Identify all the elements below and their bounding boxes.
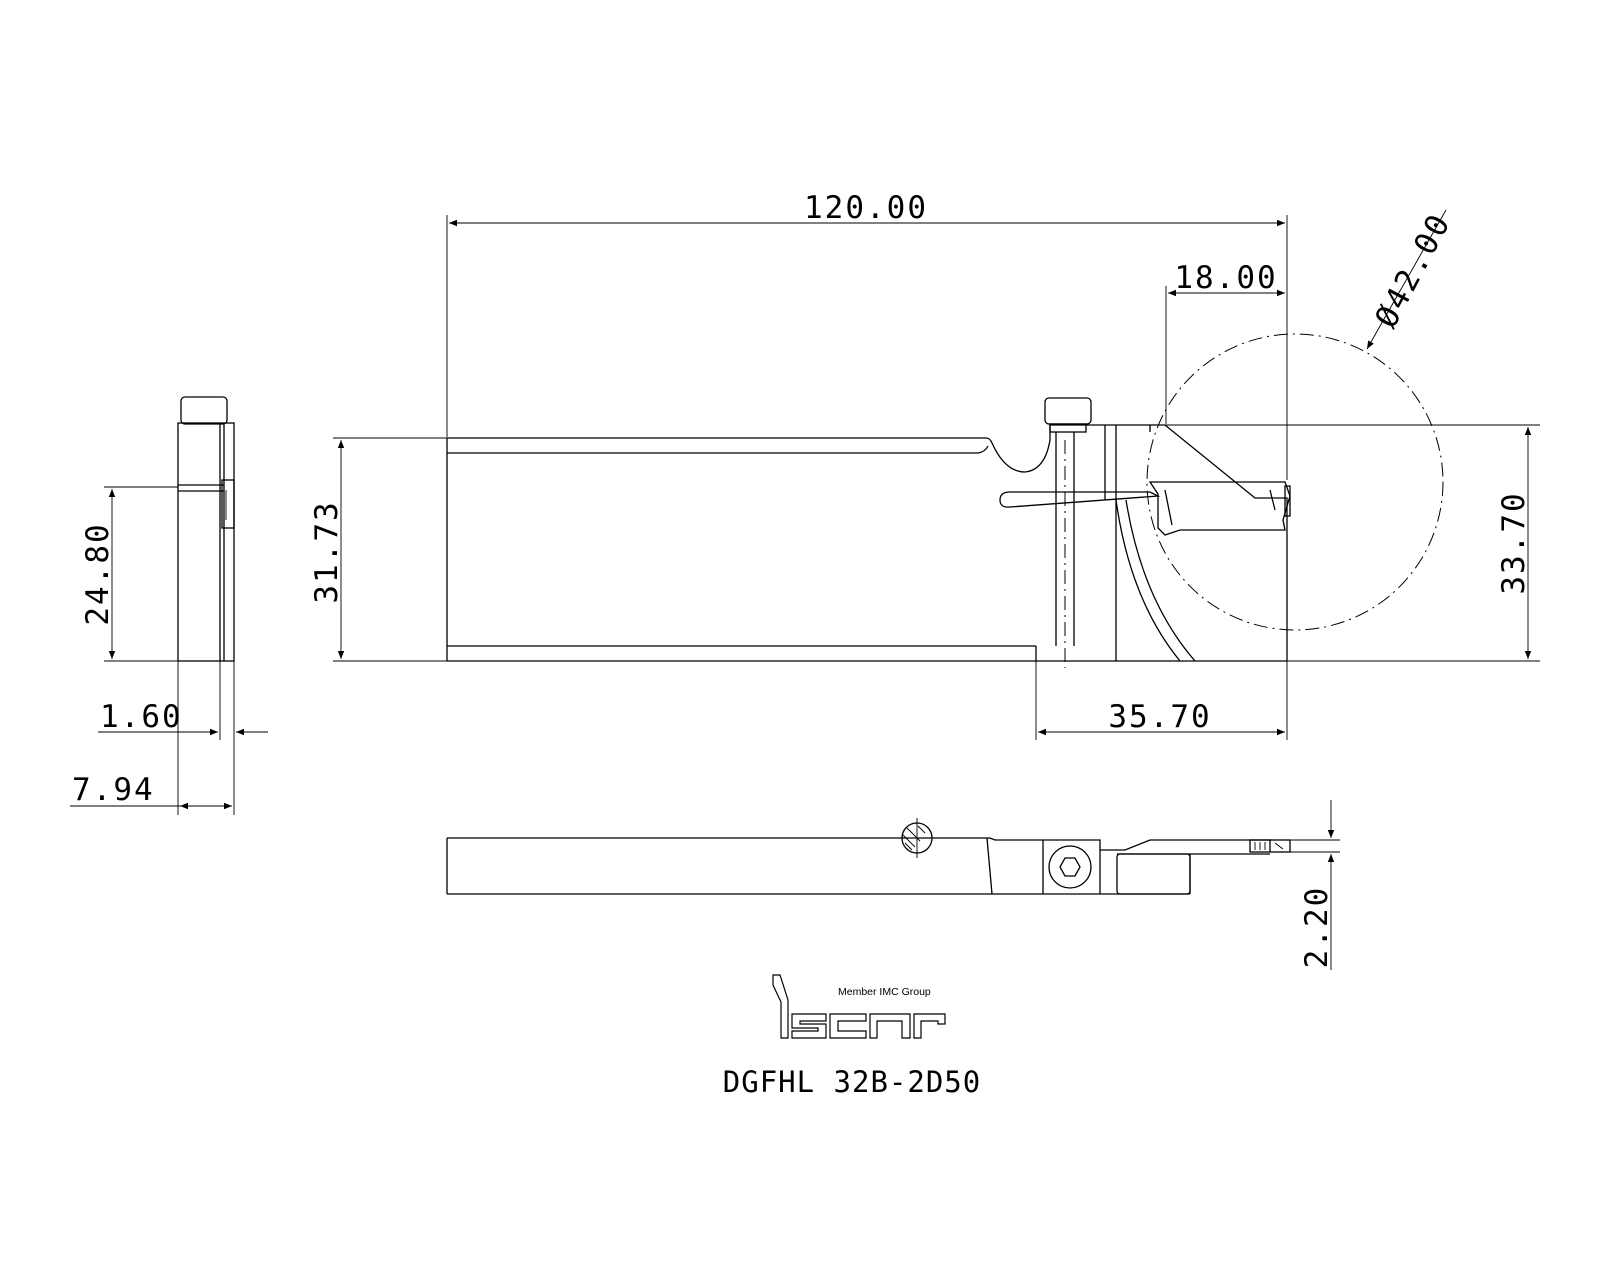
dim-blade-offset: 1.60 xyxy=(100,699,183,735)
dim-head-length: 35.70 xyxy=(1108,699,1211,735)
side-view xyxy=(446,397,1291,668)
insert-circle xyxy=(1146,333,1444,631)
part-number: DGFHL 32B-2D50 xyxy=(723,1065,981,1099)
dim-diameter: Ø42.00 xyxy=(1368,207,1458,333)
logo-tagline: Member IMC Group xyxy=(838,986,931,998)
dimensions: 120.00 18.00 Ø42.00 33.70 31.73 35.70 24… xyxy=(70,190,1540,970)
dim-total-height: 33.70 xyxy=(1496,491,1532,594)
dim-insert-offset: 18.00 xyxy=(1174,260,1277,296)
dim-overall-length: 120.00 xyxy=(804,190,928,226)
iscar-logo: Member IMC Group xyxy=(772,974,946,1039)
dim-width: 7.94 xyxy=(72,772,155,808)
dim-insert-width: 2.20 xyxy=(1299,886,1335,969)
top-view xyxy=(446,818,1291,895)
dim-end-height: 24.80 xyxy=(80,522,116,625)
dim-tool-height: 31.73 xyxy=(309,500,345,603)
end-view xyxy=(177,396,235,662)
